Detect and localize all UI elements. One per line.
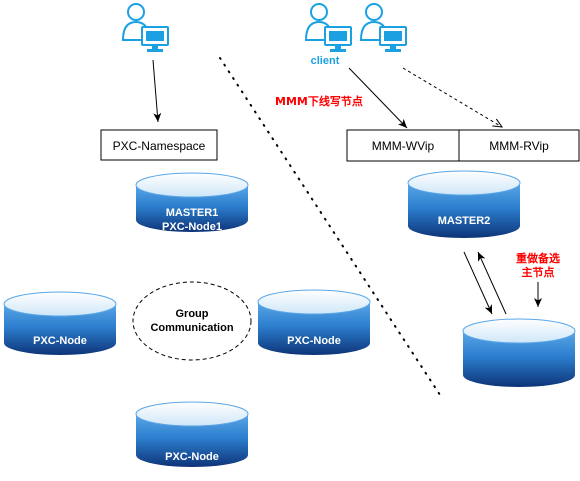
- failover-note-line1: 重做备选: [516, 251, 560, 265]
- pxc-node-left-database-icon: [3, 291, 117, 355]
- master2-label: MASTER2: [438, 215, 491, 227]
- mmm-wvip-label: MMM-WVip: [372, 139, 435, 153]
- pxc-namespace-label: PXC-Namespace: [113, 139, 206, 153]
- client-user-icon: [305, 3, 352, 53]
- group-communication-label-1: Group: [176, 308, 209, 320]
- client-to-wvip-arrow: [348, 67, 408, 129]
- standby-master-database-icon: [462, 318, 576, 387]
- pxc-node-right-database-icon: [257, 289, 371, 355]
- failover-note-line2: 主节点: [522, 265, 555, 279]
- pxc-node1-label: PXC-Node1: [162, 221, 222, 233]
- standby-to-master2-arrow: [477, 251, 507, 315]
- pxc-namespace-box: [100, 129, 218, 161]
- master1-database-icon: [135, 172, 249, 232]
- pxc-node-bottom-database-icon: [135, 401, 249, 467]
- master2-database-icon: [407, 170, 521, 238]
- client-label: client: [311, 55, 340, 67]
- mmm-rvip-label: MMM-RVip: [489, 139, 549, 153]
- group-communication-ellipse: [132, 281, 252, 361]
- master2-to-standby-arrow: [463, 251, 493, 315]
- pxc-node-right-label: PXC-Node: [287, 335, 341, 347]
- left-user-icon: [122, 3, 169, 53]
- group-communication-label-2: Communication: [150, 322, 233, 334]
- master1-label: MASTER1: [166, 207, 219, 219]
- client-to-rvip-dashed-arrow: [402, 67, 502, 127]
- pxc-node-bottom-label: PXC-Node: [165, 451, 219, 463]
- mmm-rvip-box: [458, 129, 580, 162]
- client-user-icon-2: [360, 3, 407, 53]
- mmm-wvip-box: [346, 129, 460, 162]
- user-to-namespace-arrow: [152, 59, 162, 123]
- mmm-offline-note: MMM下线写节点: [275, 94, 363, 108]
- pxc-node-left-label: PXC-Node: [33, 335, 87, 347]
